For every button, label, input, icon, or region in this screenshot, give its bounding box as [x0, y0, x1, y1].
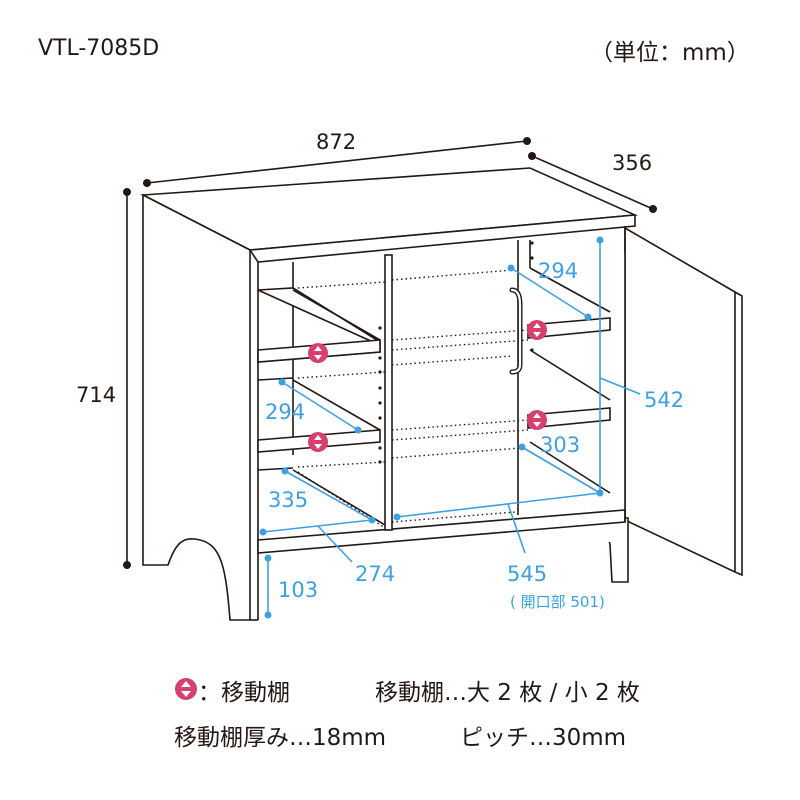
unit-label: （単位：mm） — [590, 40, 750, 66]
height-label: 714 — [76, 383, 116, 407]
movable-shelf-icon — [308, 432, 328, 452]
legend-icon-label: ：移動棚 — [198, 680, 290, 706]
dim-294-right: 294 — [538, 259, 578, 283]
movable-shelf-icon — [527, 410, 547, 430]
cabinet-body — [140, 167, 743, 621]
movable-shelf-icon — [527, 320, 547, 340]
opening-note: ( 開口部 501) — [510, 593, 605, 611]
depth-label: 356 — [612, 151, 652, 175]
movable-shelf-icon — [175, 678, 197, 700]
dim-274: 274 — [355, 562, 395, 586]
model-number: VTL-7085D — [38, 36, 160, 61]
movable-shelf-icon — [308, 343, 328, 363]
legend-pitch: ピッチ…30mm — [460, 725, 627, 751]
dim-103: 103 — [278, 578, 318, 602]
legend-shelf-count: 移動棚…大 2 枚 / 小 2 枚 — [375, 680, 640, 706]
dim-303: 303 — [540, 433, 580, 457]
dim-542: 542 — [644, 388, 684, 412]
dim-294-left: 294 — [265, 400, 305, 424]
dim-545: 545 — [507, 562, 547, 586]
overall-dimensions: 872 356 714 — [76, 130, 657, 569]
inner-dimensions: 294 542 303 545 ( 開口部 501) 294 335 274 1… — [259, 236, 684, 619]
legend-shelf-thickness: 移動棚厚み…18mm — [174, 725, 387, 751]
dim-335: 335 — [268, 488, 308, 512]
width-label: 872 — [316, 130, 356, 154]
movable-shelf-markers — [308, 320, 547, 452]
